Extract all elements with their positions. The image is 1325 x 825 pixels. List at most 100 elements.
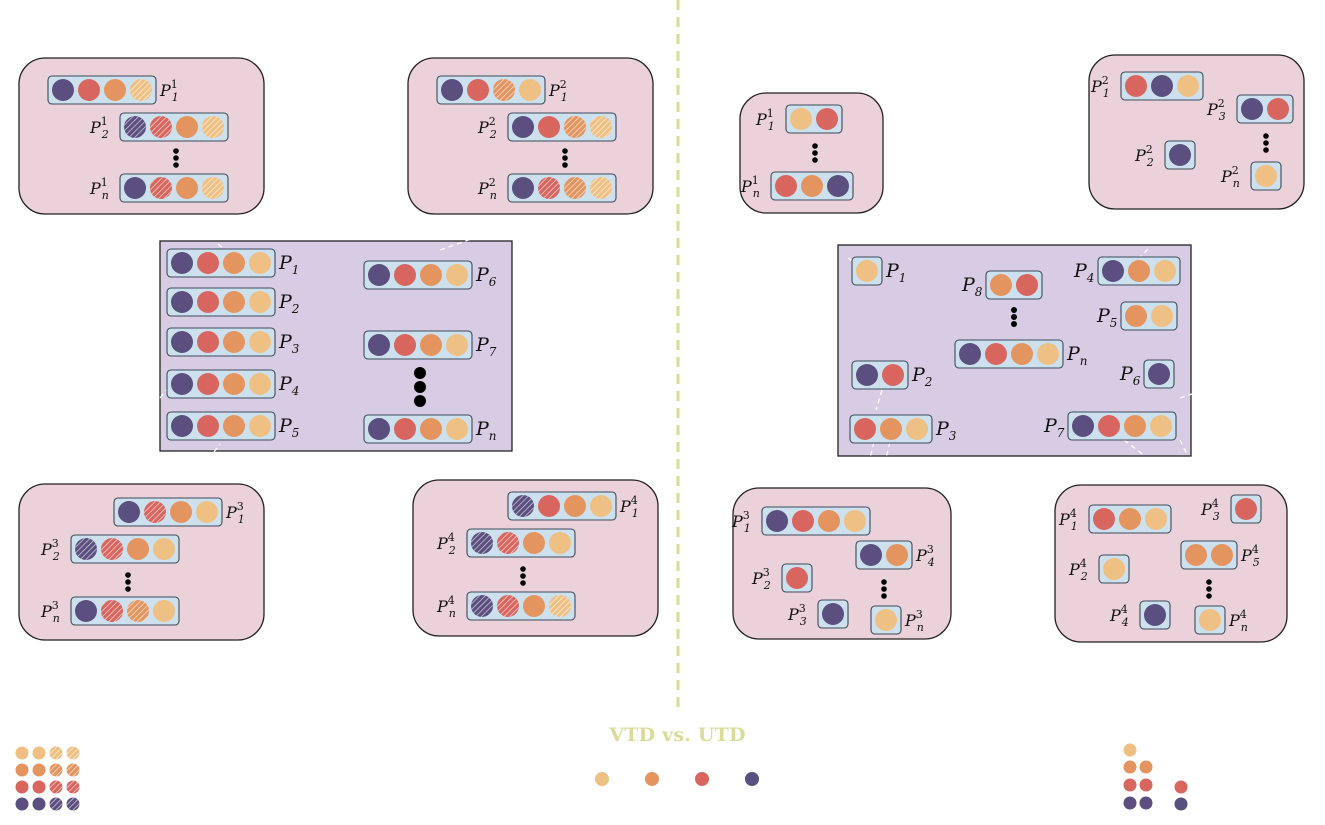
strip-frame — [436, 75, 546, 105]
colored-dot-icon — [197, 415, 219, 437]
ellipsis-dots-icon — [562, 148, 568, 168]
hatched-dot-icon — [538, 177, 560, 199]
colored-dot-icon — [519, 79, 541, 101]
colored-dot-icon — [1125, 305, 1147, 327]
colored-dot-icon — [15, 780, 29, 794]
ellipsis-dots-icon — [414, 367, 426, 407]
participant-label: P6 — [1119, 363, 1141, 388]
participant-strip: P4 — [1073, 256, 1181, 286]
colored-dot-icon — [124, 177, 146, 199]
colored-dot-icon — [32, 797, 46, 811]
colored-dot-icon — [197, 252, 219, 274]
colored-dot-icon — [827, 175, 849, 197]
colored-dot-icon — [538, 495, 560, 517]
strip-frame — [119, 112, 229, 142]
participant-label: P5 — [1096, 305, 1117, 330]
colored-dot-icon — [176, 177, 198, 199]
colored-dot-icon — [549, 532, 571, 554]
colored-dot-icon — [249, 415, 271, 437]
colored-dot-icon — [15, 763, 29, 777]
colored-dot-icon — [1103, 558, 1125, 580]
colored-dot-icon — [171, 291, 193, 313]
colored-dot-icon — [32, 780, 46, 794]
strip-frame — [119, 173, 229, 203]
participant-label: P3 — [278, 331, 300, 356]
hatched-dot-icon — [49, 763, 63, 777]
participant-strip: P7 — [1043, 411, 1177, 441]
colored-dot-icon — [1016, 274, 1038, 296]
colored-dot-icon — [249, 291, 271, 313]
colored-dot-icon — [394, 418, 416, 440]
hatched-dot-icon — [471, 532, 493, 554]
colored-dot-icon — [1139, 760, 1153, 774]
connector-line — [875, 389, 883, 411]
colored-dot-icon — [512, 116, 534, 138]
colored-dot-icon — [882, 364, 904, 386]
colored-dot-icon — [197, 373, 219, 395]
hatched-dot-icon — [75, 538, 97, 560]
colored-dot-icon — [645, 772, 659, 786]
participant-label: P4 — [278, 373, 299, 398]
participant-strip: P1 — [166, 248, 299, 278]
hatched-dot-icon — [124, 116, 146, 138]
colored-dot-icon — [176, 116, 198, 138]
colored-dot-icon — [1145, 508, 1167, 530]
colored-dot-icon — [1174, 780, 1188, 794]
participant-label: P4 — [1073, 260, 1094, 285]
colored-dot-icon — [1124, 415, 1146, 437]
participant-label: P5 — [278, 415, 299, 440]
colored-dot-icon — [1144, 604, 1166, 626]
colored-dot-icon — [394, 334, 416, 356]
colored-dot-icon — [223, 291, 245, 313]
strip-frame — [466, 591, 576, 621]
connector-line — [439, 237, 475, 251]
participant-label: P7 — [1043, 415, 1065, 440]
colored-dot-icon — [1139, 796, 1153, 810]
hatched-dot-icon — [590, 116, 612, 138]
colored-dot-icon — [223, 373, 245, 395]
hatched-dot-icon — [66, 763, 80, 777]
hatched-dot-icon — [564, 116, 586, 138]
connector-line — [1179, 393, 1193, 399]
participant-label: Pn — [475, 418, 497, 443]
strip-frame — [70, 596, 180, 626]
hatched-dot-icon — [66, 746, 80, 760]
colored-dot-icon — [1123, 778, 1137, 792]
colored-dot-icon — [1199, 609, 1221, 631]
ellipsis-dots-icon — [173, 148, 179, 168]
colored-dot-icon — [1174, 797, 1188, 811]
participant-strip: P5 — [1096, 301, 1178, 331]
colored-dot-icon — [875, 609, 897, 631]
colored-dot-icon — [512, 177, 534, 199]
colored-dot-icon — [420, 334, 442, 356]
participant-strip: Pn — [954, 339, 1088, 369]
colored-dot-icon — [822, 603, 844, 625]
strip-frame — [954, 339, 1064, 369]
colored-dot-icon — [75, 600, 97, 622]
colored-dot-icon — [1211, 544, 1233, 566]
hatched-dot-icon — [497, 532, 519, 554]
